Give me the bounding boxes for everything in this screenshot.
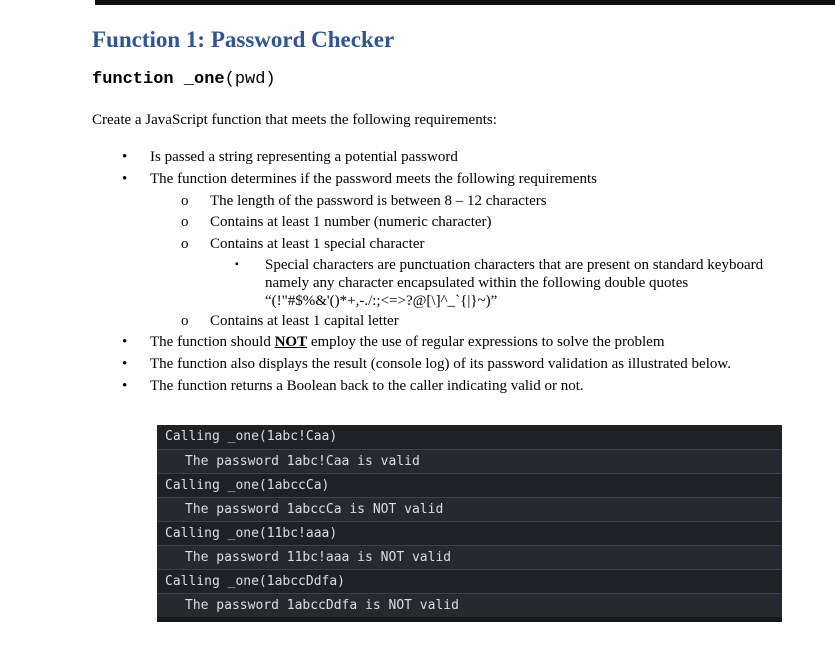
console-row-result: The password 1abccCa is NOT valid [157, 496, 782, 521]
console-row-result: The password 11bc!aaa is NOT valid [157, 544, 782, 569]
bullet-disc-icon: • [122, 334, 128, 351]
function-signature-name: function _one [92, 70, 225, 89]
bullet-square-icon: ▪ [235, 258, 239, 270]
list-item-text: The function should NOT employ the use o… [150, 332, 665, 354]
list-item-text: The function returns a Boolean back to t… [150, 377, 584, 394]
intro-paragraph: Create a JavaScript function that meets … [92, 112, 497, 128]
list-item-text: Contains at least 1 special character [210, 236, 425, 253]
list-item: o The length of the password is between … [92, 191, 812, 213]
bullet-circle-icon: o [181, 214, 189, 231]
not-emphasis: NOT [274, 334, 308, 351]
bullet-circle-icon: o [181, 192, 189, 209]
list-item-text: Is passed a string representing a potent… [150, 149, 458, 165]
console-row-result: The password 1abc!Caa is valid [157, 448, 782, 473]
console-bottom-edge [157, 616, 782, 622]
special-characters-string: “(!"#$%&'()*+,-./:;<=>?@[\]^_`{|}~)” [265, 293, 498, 310]
console-row-call: Calling _one(1abccCa) [157, 472, 782, 497]
list-item-text-suffix: employ the use of regular expressions to… [307, 334, 665, 351]
list-item: • The function determines if the passwor… [92, 169, 812, 191]
list-item: • The function returns a Boolean back to… [92, 376, 812, 398]
requirements-list: • Is passed a string representing a pote… [92, 147, 812, 398]
list-item-continuation: “(!"#$%&'()*+,-./:;<=>?@[\]^_`{|}~)” [92, 292, 812, 310]
list-item-text: namely any character encapsulated within… [265, 275, 689, 292]
page-title: Function 1: Password Checker [92, 27, 395, 52]
bullet-disc-icon: • [122, 149, 128, 165]
list-item: • The function should NOT employ the use… [92, 332, 812, 354]
list-item: ▪ Special characters are punctuation cha… [92, 256, 812, 274]
list-item-text: The function also displays the result (c… [150, 356, 731, 373]
list-item: o Contains at least 1 special character [92, 234, 812, 256]
console-row-call: Calling _one(11bc!aaa) [157, 520, 782, 545]
list-item-text: The length of the password is between 8 … [210, 192, 547, 209]
bullet-disc-icon: • [122, 377, 128, 394]
bullet-circle-icon: o [181, 236, 189, 253]
list-item: • Is passed a string representing a pote… [92, 147, 812, 169]
console-output-block: Calling _one(1abc!Caa) The password 1abc… [157, 424, 782, 622]
bullet-disc-icon: • [122, 356, 128, 373]
list-item: o Contains at least 1 capital letter [92, 311, 812, 333]
bullet-spacer [235, 274, 265, 292]
console-row-call: Calling _one(1abccDdfa) [157, 568, 782, 593]
list-item-continuation: namely any character encapsulated within… [92, 274, 812, 292]
list-item-text-prefix: The function should [150, 334, 275, 351]
function-signature-params: (pwd) [224, 70, 276, 89]
list-item-text: Contains at least 1 capital letter [210, 312, 399, 329]
bullet-spacer [235, 292, 265, 310]
bullet-circle-icon: o [181, 312, 189, 329]
function-signature: function _one(pwd) [92, 70, 835, 90]
bullet-disc-icon: • [122, 170, 128, 187]
list-item-text: Special characters are punctuation chara… [265, 256, 764, 273]
console-row-call: Calling _one(1abc!Caa) [157, 424, 782, 449]
console-row-result: The password 1abccDdfa is NOT valid [157, 592, 782, 617]
list-item-text: The function determines if the password … [150, 170, 597, 187]
list-item: • The function also displays the result … [92, 354, 812, 376]
list-item: o Contains at least 1 number (numeric ch… [92, 212, 812, 234]
top-border-rule [95, 0, 835, 5]
list-item-text: Contains at least 1 number (numeric char… [210, 214, 492, 231]
